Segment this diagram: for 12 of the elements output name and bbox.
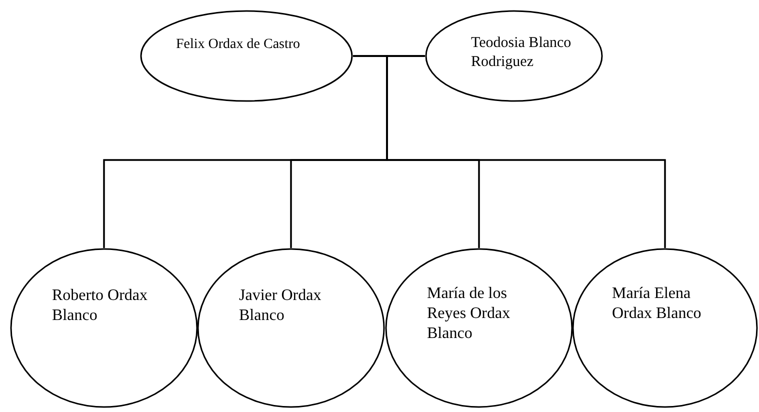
person-ellipse (10, 248, 198, 408)
person-name: Teodosia Blanco Rodriguez (471, 34, 572, 72)
person-ellipse (140, 10, 353, 102)
person-ellipse (425, 10, 603, 102)
person-ellipse (197, 248, 385, 408)
person-ellipse (385, 248, 573, 408)
person-name: Javier Ordax Blanco (239, 286, 322, 326)
person-name: Felix Ordax de Castro (176, 36, 302, 54)
person-name: Roberto Ordax Blanco (52, 286, 149, 326)
person-name: María Elena Ordax Blanco (612, 284, 702, 324)
person-ellipse (572, 248, 758, 408)
person-name: María de los Reyes Ordax Blanco (427, 284, 512, 344)
